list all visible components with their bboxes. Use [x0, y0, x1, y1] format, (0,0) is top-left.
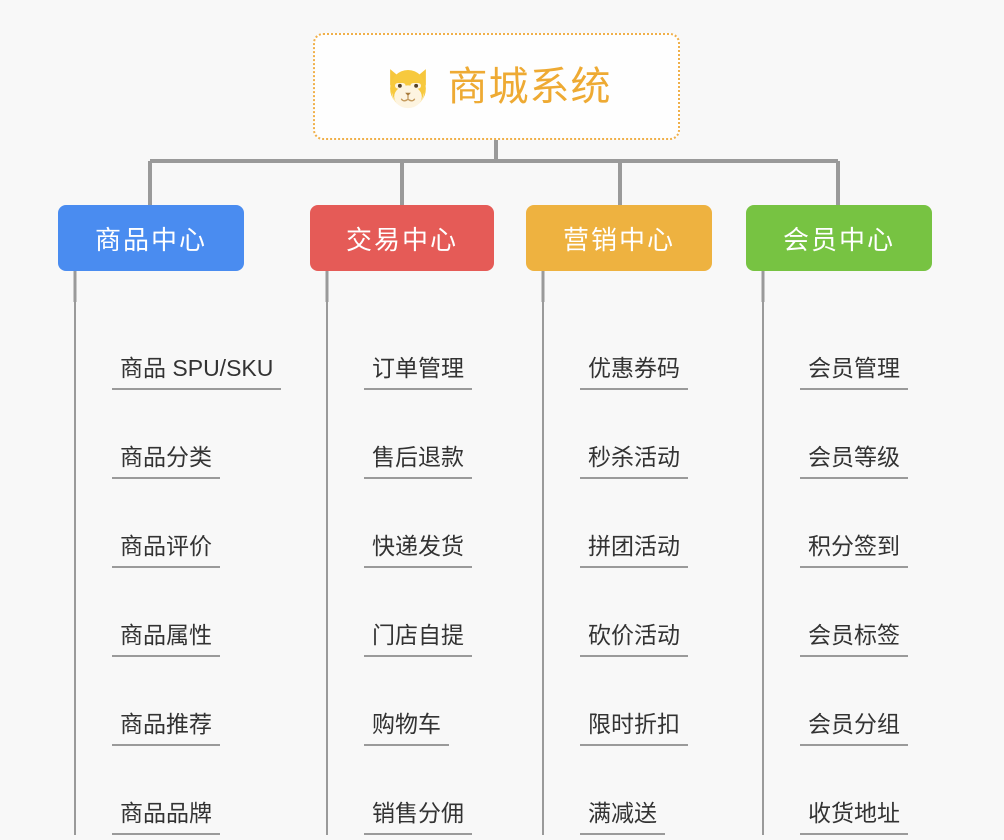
leaf-list-trade-center: 订单管理 售后退款 快递发货 门店自提 购物车 销售分佣: [326, 301, 494, 835]
root-title: 商城系统: [447, 64, 612, 109]
branch-column-marketing-center: 营销中心 优惠券码 秒杀活动 拼团活动 砍价活动 限时折扣 满减送: [526, 205, 712, 835]
leaf-label: 会员管理: [800, 355, 908, 390]
leaf-label: 售后退款: [364, 444, 472, 479]
branch-header-label: 会员中心: [782, 224, 895, 255]
leaf-item[interactable]: 门店自提: [326, 568, 494, 657]
leaf-list-member-center: 会员管理 会员等级 积分签到 会员标签 会员分组 收货地址: [762, 301, 932, 835]
leaf-label: 销售分佣: [364, 800, 472, 835]
shiba-dog-icon: [389, 68, 426, 108]
leaf-item[interactable]: 会员管理: [762, 301, 932, 390]
leaf-label: 限时折扣: [580, 711, 688, 746]
leaf-label: 快递发货: [364, 533, 472, 568]
leaf-item[interactable]: 会员标签: [762, 568, 932, 657]
leaf-item[interactable]: 拼团活动: [542, 479, 712, 568]
leaf-label: 订单管理: [364, 355, 472, 390]
leaf-item[interactable]: 满减送: [542, 746, 712, 835]
leaf-trunk: [542, 301, 544, 835]
leaf-item[interactable]: 限时折扣: [542, 657, 712, 746]
leaf-label: 会员分组: [800, 711, 908, 746]
leaf-item[interactable]: 会员分组: [762, 657, 932, 746]
leaf-item[interactable]: 砍价活动: [542, 568, 712, 657]
leaf-item[interactable]: 售后退款: [326, 390, 494, 479]
root-node-shop-system[interactable]: 商城系统: [313, 33, 680, 140]
leaf-label: 商品品牌: [112, 800, 220, 835]
leaf-item[interactable]: 订单管理: [326, 301, 494, 390]
leaf-trunk: [326, 301, 328, 835]
leaf-item[interactable]: 快递发货: [326, 479, 494, 568]
branch-header-member-center[interactable]: 会员中心: [746, 205, 932, 271]
branch-header-label: 商品中心: [94, 224, 207, 255]
leaf-label: 门店自提: [364, 622, 472, 657]
leaf-item[interactable]: 商品属性: [74, 568, 244, 657]
leaf-trunk: [762, 301, 764, 835]
branch-column-product-center: 商品中心 商品 SPU/SKU 商品分类 商品评价 商品属性 商品推荐 商品品牌: [58, 205, 282, 835]
leaf-item[interactable]: 商品品牌: [74, 746, 244, 835]
leaf-list-marketing-center: 优惠券码 秒杀活动 拼团活动 砍价活动 限时折扣 满减送: [542, 301, 712, 835]
leaf-label: 商品推荐: [112, 711, 220, 746]
leaf-item[interactable]: 积分签到: [762, 479, 932, 568]
leaf-item[interactable]: 收货地址: [762, 746, 932, 835]
leaf-item[interactable]: 商品分类: [74, 390, 244, 479]
branch-header-label: 交易中心: [345, 224, 458, 255]
leaf-label: 商品 SPU/SKU: [112, 355, 282, 390]
leaf-label: 商品评价: [112, 533, 220, 568]
leaf-item[interactable]: 商品 SPU/SKU: [74, 301, 282, 390]
leaf-label: 拼团活动: [580, 533, 688, 568]
leaf-label: 秒杀活动: [580, 444, 688, 479]
leaf-item[interactable]: 销售分佣: [326, 746, 494, 835]
leaf-list-product-center: 商品 SPU/SKU 商品分类 商品评价 商品属性 商品推荐 商品品牌: [74, 301, 282, 835]
leaf-item[interactable]: 商品推荐: [74, 657, 244, 746]
leaf-label: 会员等级: [800, 444, 908, 479]
leaf-item[interactable]: 优惠券码: [542, 301, 712, 390]
leaf-trunk: [74, 301, 76, 835]
leaf-item[interactable]: 秒杀活动: [542, 390, 712, 479]
leaf-item[interactable]: 购物车: [326, 657, 494, 746]
leaf-label: 商品属性: [112, 622, 220, 657]
leaf-item[interactable]: 会员等级: [762, 390, 932, 479]
branch-header-label: 营销中心: [562, 224, 675, 255]
leaf-label: 会员标签: [800, 622, 908, 657]
leaf-label: 积分签到: [800, 533, 908, 568]
leaf-label: 商品分类: [112, 444, 220, 479]
leaf-label: 满减送: [580, 800, 665, 835]
branch-header-marketing-center[interactable]: 营销中心: [526, 205, 712, 271]
leaf-label: 购物车: [364, 711, 449, 746]
leaf-label: 收货地址: [800, 800, 908, 835]
branch-column-trade-center: 交易中心 订单管理 售后退款 快递发货 门店自提 购物车 销售分佣: [310, 205, 494, 835]
leaf-label: 砍价活动: [580, 622, 688, 657]
branch-header-product-center[interactable]: 商品中心: [58, 205, 244, 271]
branch-header-trade-center[interactable]: 交易中心: [310, 205, 494, 271]
branch-column-member-center: 会员中心 会员管理 会员等级 积分签到 会员标签 会员分组 收货地址: [746, 205, 932, 835]
leaf-label: 优惠券码: [580, 355, 688, 390]
leaf-item[interactable]: 商品评价: [74, 479, 244, 568]
